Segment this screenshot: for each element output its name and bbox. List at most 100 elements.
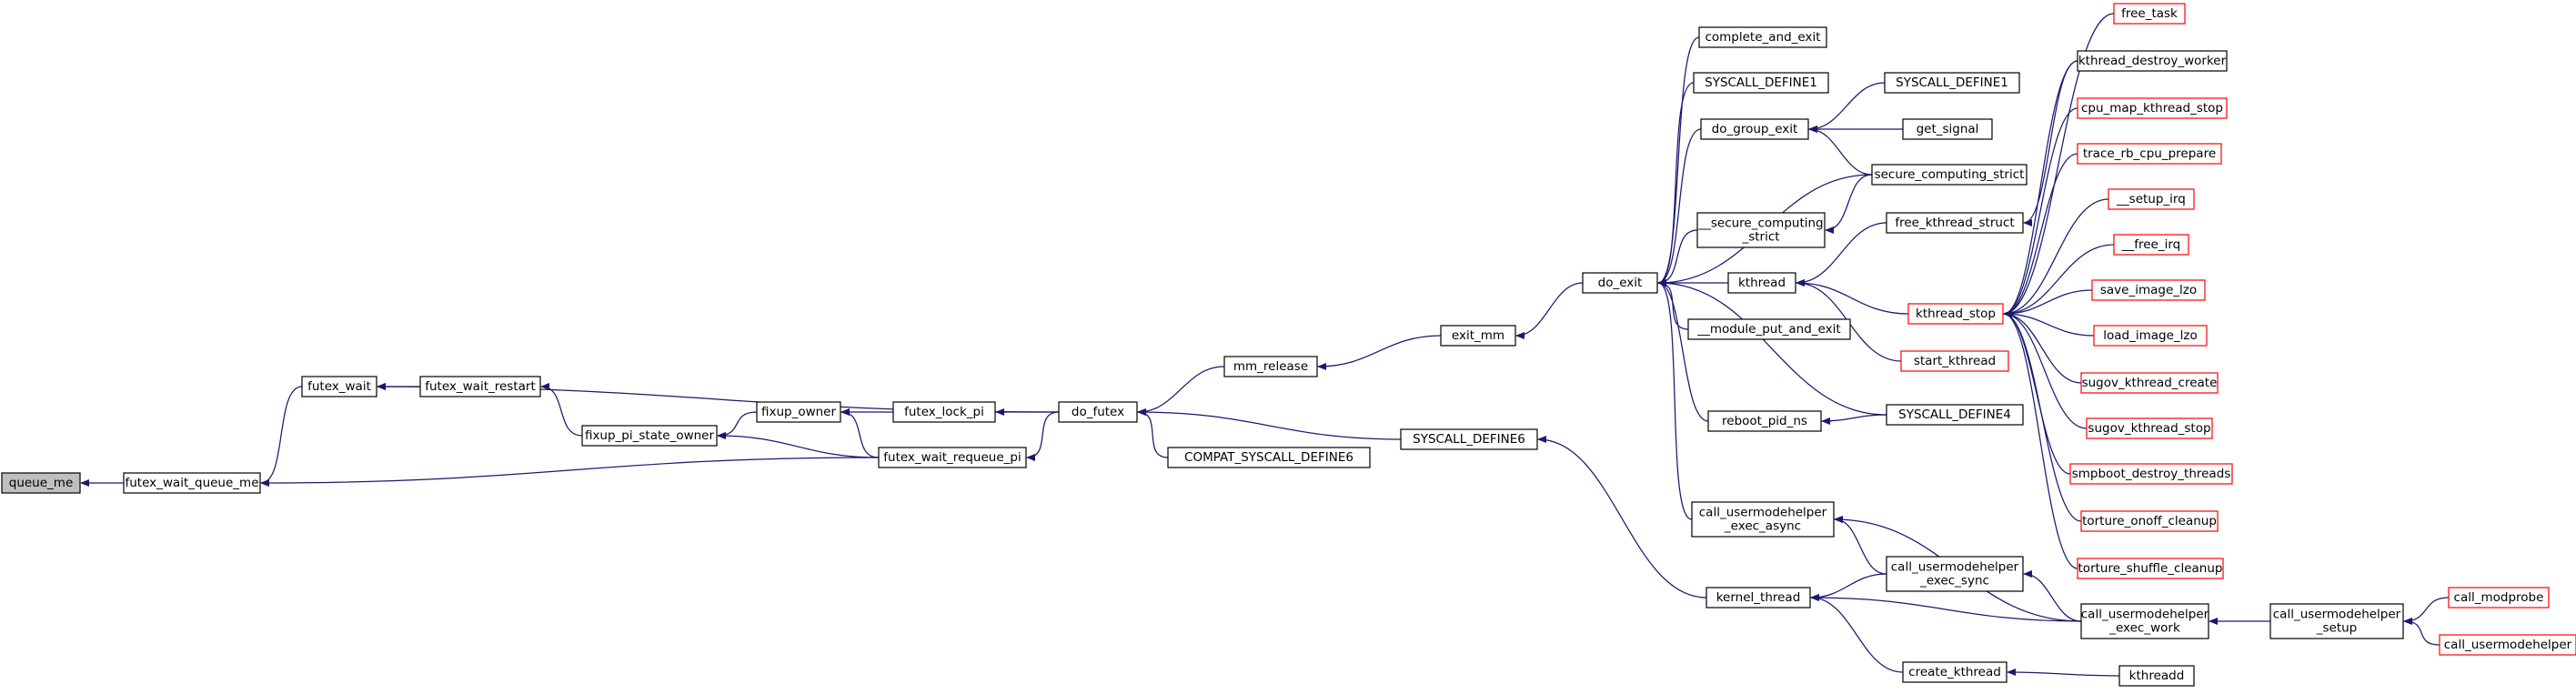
node-create-kthread[interactable]: create_kthread xyxy=(1902,661,2007,683)
node-SYSCALL-DEFINE6[interactable]: SYSCALL_DEFINE6 xyxy=(1400,428,1538,450)
edge-free-kthread-struct-to-kthread xyxy=(1796,222,1887,287)
node-box xyxy=(2080,510,2219,532)
node-label: SYSCALL_DEFINE1 xyxy=(1896,75,2008,90)
edge-complete-and-exit-to-do-exit xyxy=(1657,36,1700,287)
node-futex-wait-queue-me[interactable]: futex_wait_queue_me xyxy=(123,472,261,494)
node-label: fixup_owner xyxy=(761,405,837,419)
node-get-signal[interactable]: get_signal xyxy=(1902,118,1993,140)
node-module-put-and-exit[interactable]: __module_put_and_exit xyxy=(1687,318,1851,340)
edge-load-image-lzo-to-kthread-stop xyxy=(2003,310,2095,337)
node-SYSCALL-DEFINE1-b[interactable]: SYSCALL_DEFINE1 xyxy=(1884,72,2020,94)
node-free-task[interactable]: free_task xyxy=(2113,3,2186,25)
node-torture-shuffle-cleanup[interactable]: torture_shuffle_cleanup xyxy=(2077,558,2224,579)
node-box xyxy=(301,376,377,397)
node-call-modprobe[interactable]: call_modprobe xyxy=(2448,587,2550,609)
node-call-usermodehelper[interactable]: call_usermodehelper xyxy=(2439,634,2576,656)
node-sugov-kthread-create[interactable]: sugov_kthread_create xyxy=(2080,372,2219,394)
node-secure-computing-strict[interactable]: __secure_computing_strict xyxy=(1696,212,1826,248)
node-mm-release[interactable]: mm_release xyxy=(1223,356,1318,377)
node-kthreadd[interactable]: kthreadd xyxy=(2118,665,2195,687)
node-label: kthread_stop xyxy=(1916,307,1996,321)
node-box xyxy=(1687,318,1851,340)
node-box xyxy=(1,472,81,494)
node-secure-computing-strict[interactable]: secure_computing_strict xyxy=(1871,164,2028,186)
node-box xyxy=(2269,603,2404,639)
node-kthread[interactable]: kthread xyxy=(1727,272,1796,294)
node-label: kthread_destroy_worker xyxy=(2078,54,2227,68)
edge-call-usermodehelper-exec-work-to-kernel-thread xyxy=(1810,594,2082,622)
node-label: kernel_thread xyxy=(1716,590,1801,605)
node-box xyxy=(1727,272,1796,294)
edge-create-kthread-to-kernel-thread xyxy=(1810,594,1904,673)
node-label: exit_mm xyxy=(1452,328,1504,343)
node-kthread-destroy-worker[interactable]: kthread_destroy_worker xyxy=(2077,50,2228,72)
node-start-kthread[interactable]: start_kthread xyxy=(1900,350,2009,372)
edge-kernel-thread-to-SYSCALL-DEFINE6 xyxy=(1537,436,1707,598)
node-kthread-stop[interactable]: kthread_stop xyxy=(1907,303,2004,325)
node-free-kthread-struct[interactable]: free_kthread_struct xyxy=(1886,212,2024,234)
node-label: sugov_kthread_create xyxy=(2082,376,2218,390)
node-fixup-owner[interactable]: fixup_owner xyxy=(756,401,841,423)
node-box xyxy=(2086,417,2213,439)
node-SYSCALL-DEFINE4[interactable]: SYSCALL_DEFINE4 xyxy=(1886,404,2024,426)
edge-kthread-stop-to-kthread xyxy=(1796,279,1909,315)
node-load-image-lzo[interactable]: load_image_lzo xyxy=(2093,325,2208,347)
node-futex-lock-pi[interactable]: futex_lock_pi xyxy=(892,401,996,423)
node-exit-mm[interactable]: exit_mm xyxy=(1440,325,1516,347)
node-label: sugov_kthread_stop xyxy=(2088,421,2210,436)
node-box xyxy=(581,425,718,447)
node-box xyxy=(1886,212,2024,234)
node-sugov-kthread-stop[interactable]: sugov_kthread_stop xyxy=(2086,417,2213,439)
node-futex-wait-requeue-pi[interactable]: futex_wait_requeue_pi xyxy=(878,447,1027,468)
edge-futex-wait-requeue-pi-to-fixup-pi-state-owner xyxy=(717,432,880,458)
edge-torture-onoff-cleanup-to-kthread-stop xyxy=(2003,310,2082,522)
node-box xyxy=(756,401,841,423)
node-box xyxy=(1223,356,1318,377)
node-label: smpboot_destroy_threads xyxy=(2072,467,2231,481)
edge-trace-rb-cpu-prepare-to-kthread-stop xyxy=(2003,153,2078,317)
node-call-usermodehelper-setup[interactable]: call_usermodehelper_setup xyxy=(2269,603,2404,639)
node-complete-and-exit[interactable]: complete_and_exit xyxy=(1698,26,1827,48)
node-box xyxy=(2077,558,2224,579)
node-do-group-exit[interactable]: do_group_exit xyxy=(1700,118,1809,140)
edge-kthreadd-to-create-kthread xyxy=(2007,669,2120,677)
node-cpu-map-kthread-stop[interactable]: cpu_map_kthread_stop xyxy=(2077,97,2228,119)
node-label: do_group_exit xyxy=(1712,122,1798,136)
node-call-usermodehelper-exec-async[interactable]: call_usermodehelper_exec_async xyxy=(1691,501,1835,538)
node-smpboot-destroy-threads[interactable]: smpboot_destroy_threads xyxy=(2069,463,2233,485)
edge-secure-computing-strict-to-secure-computing-strict xyxy=(1825,174,1873,234)
edge-cpu-map-kthread-stop-to-kthread-stop xyxy=(2003,107,2078,317)
node-torture-onoff-cleanup[interactable]: torture_onoff_cleanup xyxy=(2080,510,2219,532)
node-label: do_futex xyxy=(1072,405,1124,419)
node-box xyxy=(1900,350,2009,372)
node-SYSCALL-DEFINE1-a[interactable]: SYSCALL_DEFINE1 xyxy=(1693,72,1829,94)
node-COMPAT-SYSCALL-DEFINE6[interactable]: COMPAT_SYSCALL_DEFINE6 xyxy=(1167,447,1371,468)
node-label: SYSCALL_DEFINE6 xyxy=(1413,432,1525,447)
node-kernel-thread[interactable]: kernel_thread xyxy=(1706,587,1811,609)
node-setup-irq[interactable]: __setup_irq xyxy=(2108,188,2195,210)
node-do-exit[interactable]: do_exit xyxy=(1582,272,1658,294)
node-label: futex_wait xyxy=(307,379,371,394)
node-queue-me[interactable]: queue_me xyxy=(1,472,81,494)
node-fixup-pi-state-owner[interactable]: fixup_pi_state_owner xyxy=(581,425,718,447)
node-trace-rb-cpu-prepare[interactable]: trace_rb_cpu_prepare xyxy=(2077,143,2222,165)
node-save-image-lzo[interactable]: save_image_lzo xyxy=(2091,279,2206,301)
node-box xyxy=(2093,325,2208,347)
node-box xyxy=(419,376,541,397)
edges-layer xyxy=(80,13,2450,677)
node-call-usermodehelper-exec-sync[interactable]: call_usermodehelper_exec_sync xyxy=(1886,556,2024,592)
edge-SYSCALL-DEFINE1-a-to-do-exit xyxy=(1657,82,1695,287)
edge-save-image-lzo-to-kthread-stop xyxy=(2003,289,2093,317)
node-box xyxy=(2113,234,2189,256)
node-futex-wait[interactable]: futex_wait xyxy=(301,376,377,397)
node-free-irq[interactable]: __free_irq xyxy=(2113,234,2189,256)
node-do-futex[interactable]: do_futex xyxy=(1058,401,1138,423)
node-label: _exec_sync xyxy=(1919,574,1989,588)
node-call-usermodehelper-exec-work[interactable]: call_usermodehelper_exec_work xyxy=(2080,603,2209,639)
node-futex-wait-restart[interactable]: futex_wait_restart xyxy=(419,376,541,397)
node-reboot-pid-ns[interactable]: reboot_pid_ns xyxy=(1707,410,1822,432)
node-label: __secure_computing xyxy=(1697,216,1823,231)
node-label: call_usermodehelper xyxy=(2081,608,2209,622)
node-label: call_usermodehelper xyxy=(2444,638,2572,652)
node-box xyxy=(1167,447,1371,468)
